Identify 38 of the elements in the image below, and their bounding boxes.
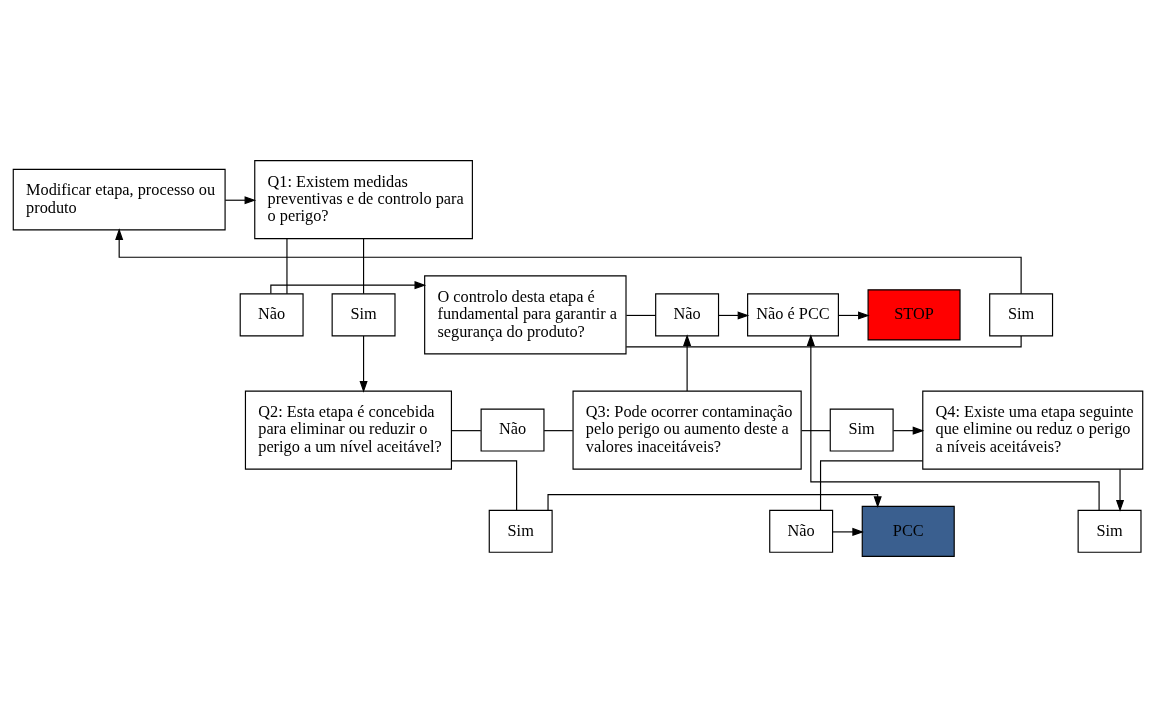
arrow (837, 311, 870, 320)
node-box: Não (239, 293, 304, 337)
node-box: Não (480, 408, 545, 452)
node-box: Não (655, 293, 720, 337)
node-box: Sim (1077, 509, 1142, 553)
node-box: Não é PCC (747, 293, 839, 337)
node-box: Q3: Pode ocorrer contaminação pelo perigo ou aumento deste a valores inaceitáveis? (572, 390, 802, 470)
connector (625, 314, 657, 316)
node-box: Sim (488, 509, 553, 553)
node-box: Sim (829, 408, 894, 452)
connector (625, 335, 1022, 348)
node-box: PCC (861, 505, 955, 557)
arrow (115, 228, 1022, 295)
node-box: Sim (331, 293, 396, 337)
arrow (1115, 468, 1125, 512)
arrow (359, 335, 368, 393)
arrow (270, 281, 427, 295)
arrow (806, 334, 1100, 511)
node-box: Sim (989, 293, 1054, 337)
connector (543, 430, 574, 432)
arrow (683, 334, 692, 392)
connector (363, 238, 365, 295)
node-box: Modificar etapa, processo ou produto (12, 168, 226, 231)
node-box: O controlo desta etapa é fundamental para garantir a segurança do produto? (424, 275, 627, 355)
node-box: STOP (867, 289, 961, 341)
connector (286, 238, 288, 295)
arrow (832, 527, 864, 536)
connector (451, 460, 518, 511)
arrow (224, 196, 257, 205)
connector (801, 430, 831, 432)
arrow (718, 311, 750, 320)
node-box: Q2: Esta etapa é concebida para eliminar ou reduzir o perigo a um nível aceitável? (244, 390, 452, 470)
node-box: Não (769, 509, 834, 553)
node-box: Q4: Existe uma etapa seguinte que elimine ou reduz o perigo a níveis aceitáveis? (922, 390, 1144, 470)
connector (819, 460, 924, 511)
arrow (892, 426, 925, 435)
connector (451, 430, 482, 432)
node-box: Q1: Existem medidas preventivas e de controlo para o perigo? (254, 160, 473, 240)
